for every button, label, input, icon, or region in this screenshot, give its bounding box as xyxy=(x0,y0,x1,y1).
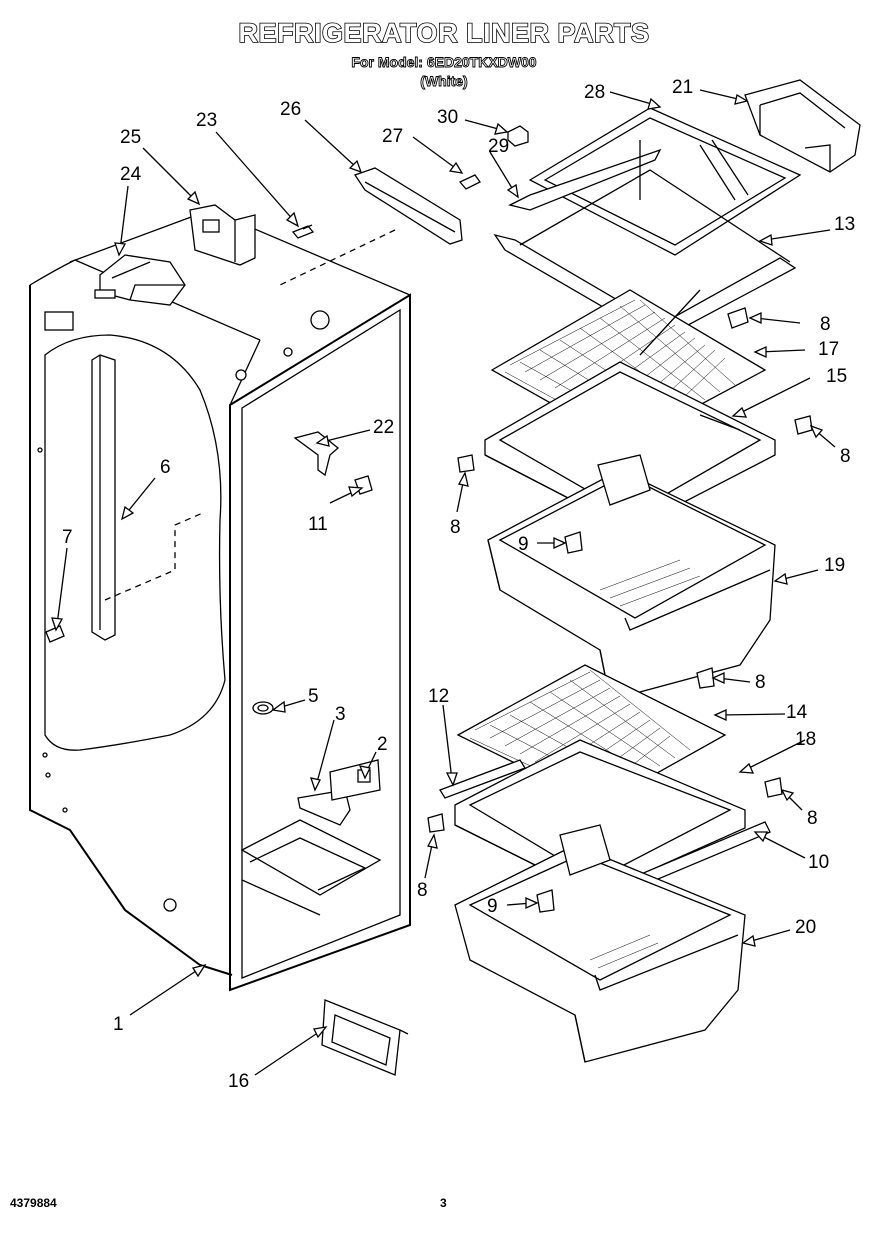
crisper-frame-part-18 xyxy=(454,739,746,896)
clip-part-30 xyxy=(507,125,529,147)
light-housing-part-24 xyxy=(94,254,186,306)
shelf-supports xyxy=(427,307,813,913)
callout-8: 8 xyxy=(840,446,851,467)
bracket-part-25 xyxy=(189,204,256,266)
callout-25: 25 xyxy=(120,127,141,148)
callout-8: 8 xyxy=(807,808,818,829)
liner-cabinet xyxy=(29,209,412,992)
callout-18: 18 xyxy=(795,729,816,750)
page-title: REFRIGERATOR LINER PARTS xyxy=(238,17,650,49)
part-16-cover xyxy=(321,999,409,1076)
callout-8: 8 xyxy=(450,517,461,538)
bracket-part-22 xyxy=(293,431,340,477)
crisper-frame-part-15 xyxy=(484,361,776,531)
callout-28: 28 xyxy=(584,82,605,103)
callout-21: 21 xyxy=(672,77,693,98)
callout-10: 10 xyxy=(808,852,829,873)
callout-3: 3 xyxy=(335,704,346,725)
callout-22: 22 xyxy=(373,417,394,438)
callout-27: 27 xyxy=(382,126,403,147)
callout-17: 17 xyxy=(818,339,839,360)
callout-11: 11 xyxy=(308,514,328,535)
callout-6: 6 xyxy=(160,457,171,478)
plug-part-5 xyxy=(252,701,274,715)
callout-8: 8 xyxy=(755,672,766,693)
screw-part-27 xyxy=(458,174,481,190)
callout-9: 9 xyxy=(487,896,498,917)
callout-15: 15 xyxy=(826,366,847,387)
crisper-drawer-part-19 xyxy=(487,454,776,701)
callout-1: 1 xyxy=(113,1014,124,1035)
callout-20: 20 xyxy=(795,917,816,938)
document-number: 4379884 xyxy=(10,1196,57,1210)
callout-5: 5 xyxy=(308,686,319,707)
callout-29: 29 xyxy=(488,136,509,157)
leader-lines xyxy=(51,89,836,1076)
callout-16: 16 xyxy=(228,1071,249,1092)
callout-9: 9 xyxy=(518,534,529,555)
callout-8: 8 xyxy=(820,314,831,335)
trim-part-26 xyxy=(353,167,463,245)
callout-2: 2 xyxy=(377,734,388,755)
callout-23: 23 xyxy=(196,110,217,131)
color-line: (White) xyxy=(420,73,468,90)
callout-14: 14 xyxy=(786,702,808,723)
door-bin-part-21 xyxy=(744,79,861,173)
callout-7: 7 xyxy=(62,527,73,548)
callout-8: 8 xyxy=(417,880,428,901)
callout-labels: 1 2 3 5 6 7 8 8 8 8 8 8 9 9 10 11 12 13 … xyxy=(62,77,855,1092)
part-2-bracket xyxy=(329,759,381,801)
screw-part-23 xyxy=(291,224,315,239)
model-line: For Model: 6ED20TKXDW00 xyxy=(351,54,537,71)
callout-13: 13 xyxy=(834,214,855,235)
callout-26: 26 xyxy=(280,99,301,120)
callout-24: 24 xyxy=(120,164,142,185)
callout-19: 19 xyxy=(824,555,845,576)
strip-part-12 xyxy=(439,759,526,799)
page-number: 3 xyxy=(440,1196,447,1210)
callout-12: 12 xyxy=(428,686,449,707)
callout-30: 30 xyxy=(437,107,458,128)
